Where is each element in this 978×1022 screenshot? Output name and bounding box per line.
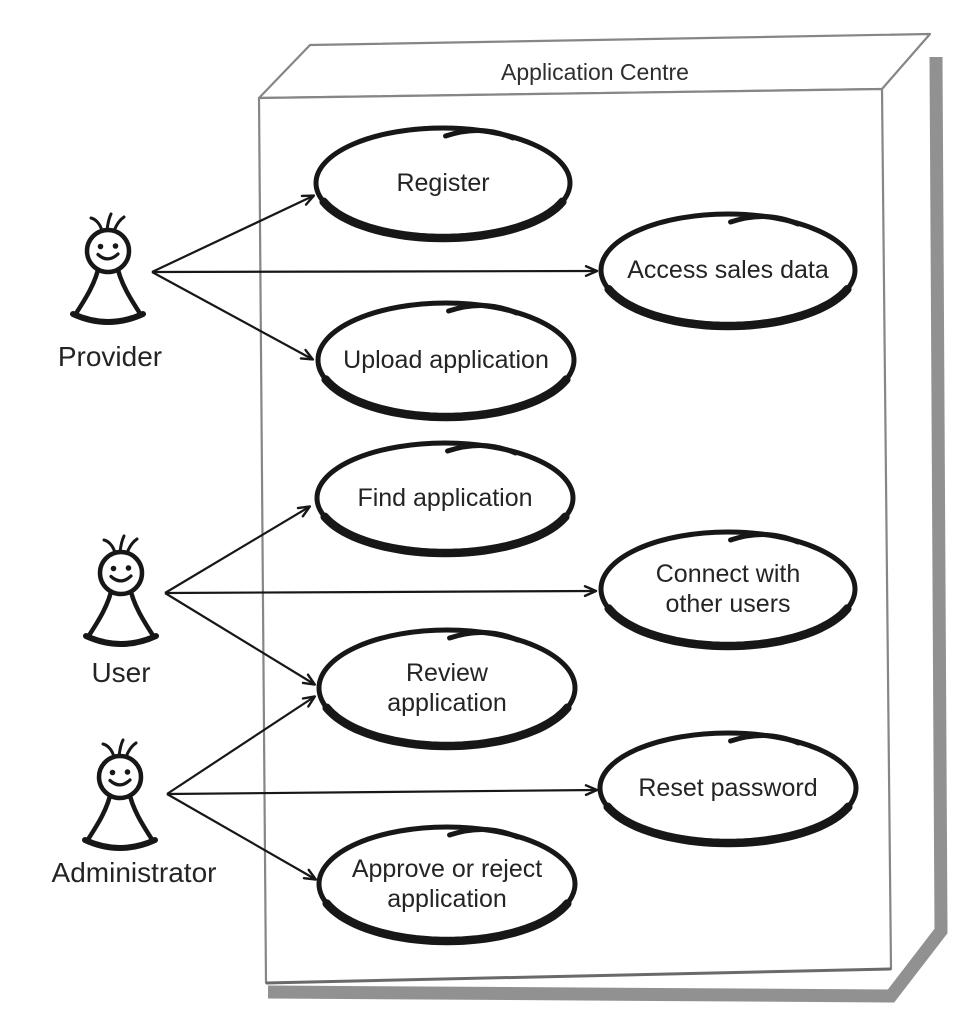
actor-administrator: Administrator: [52, 740, 217, 888]
association-provider-upload-application: [151, 271, 315, 361]
usecase-label-line: Reset password: [638, 774, 817, 802]
usecase-ellipse-swoosh: [728, 732, 801, 746]
usecase-ellipse-swoosh: [443, 127, 516, 141]
association-lines: [151, 194, 599, 881]
actor-figure-icon: [85, 740, 155, 848]
usecase-ellipse-bottom-stroke: [604, 604, 852, 651]
usecase-ellipse-bottom-stroke: [604, 284, 852, 331]
usecase-ellipse-swoosh: [446, 302, 519, 316]
usecase-label-line: Upload application: [343, 346, 549, 374]
usecase-label-line: Access sales data: [627, 256, 829, 284]
usecase-upload-application: Upload application: [315, 300, 577, 422]
usecase-label-line: Connect with: [656, 560, 801, 588]
usecase-ellipse-swoosh: [728, 213, 801, 227]
system-title: Application Centre: [501, 59, 689, 85]
system-boundary-shadow: [267, 56, 948, 1003]
usecase-label-line: Register: [396, 169, 489, 197]
usecase-label: Register: [396, 169, 489, 197]
usecase-reset-password: Reset password: [597, 730, 859, 848]
usecase-label-line: Review: [406, 659, 489, 687]
association-administrator-approve-or-reject-application: [166, 793, 318, 881]
usecase-access-sales-data: Access sales data: [598, 211, 858, 331]
usecase-ellipse-swoosh: [447, 629, 520, 643]
usecase-ellipse-swoosh: [728, 531, 801, 545]
usecase-label-line: application: [387, 885, 507, 913]
usecase-ellipse-bottom-stroke: [319, 197, 567, 243]
usecase-ellipse-bottom-stroke: [322, 703, 572, 751]
association-user-review-application: [164, 592, 317, 686]
actor-provider: Provider: [58, 214, 162, 372]
actor-label-user: User: [91, 657, 150, 688]
usecase-ellipse-bottom-stroke: [320, 512, 570, 558]
association-provider-register: [151, 194, 316, 273]
actor-user: User: [86, 536, 156, 688]
usecase-label: Access sales data: [627, 256, 829, 284]
usecase-label: Find application: [357, 484, 532, 512]
usecase-label-line: Find application: [357, 484, 532, 512]
usecase-find-application: Find application: [314, 440, 576, 558]
association-provider-access-sales-data: [151, 265, 599, 278]
usecase-ellipse-bottom-stroke: [321, 375, 571, 422]
association-administrator-review-application: [166, 695, 317, 795]
usecase-label-line: application: [387, 689, 507, 717]
actor-label-administrator: Administrator: [52, 857, 217, 888]
usecase-label: Reset password: [638, 774, 817, 802]
usecase-ellipse-bottom-stroke: [322, 899, 572, 946]
usecase-register: Register: [313, 125, 573, 243]
usecase-label-line: other users: [665, 590, 790, 618]
usecase-label-line: Approve or reject: [352, 855, 542, 883]
usecase-label: Upload application: [343, 346, 549, 374]
usecase-ellipse-swoosh: [447, 826, 520, 840]
association-user-find-application: [164, 505, 312, 594]
usecase-ellipse-bottom-stroke: [603, 802, 853, 848]
actor-figure-icon: [86, 536, 156, 644]
actor-label-provider: Provider: [58, 341, 162, 372]
association-user-connect-with-other-users: [164, 585, 598, 598]
actor-figure-icon: [73, 214, 143, 322]
usecase-ellipse-swoosh: [445, 442, 518, 456]
association-administrator-reset-password: [166, 784, 599, 797]
system-boundary-bottom-edge: [265, 967, 892, 985]
